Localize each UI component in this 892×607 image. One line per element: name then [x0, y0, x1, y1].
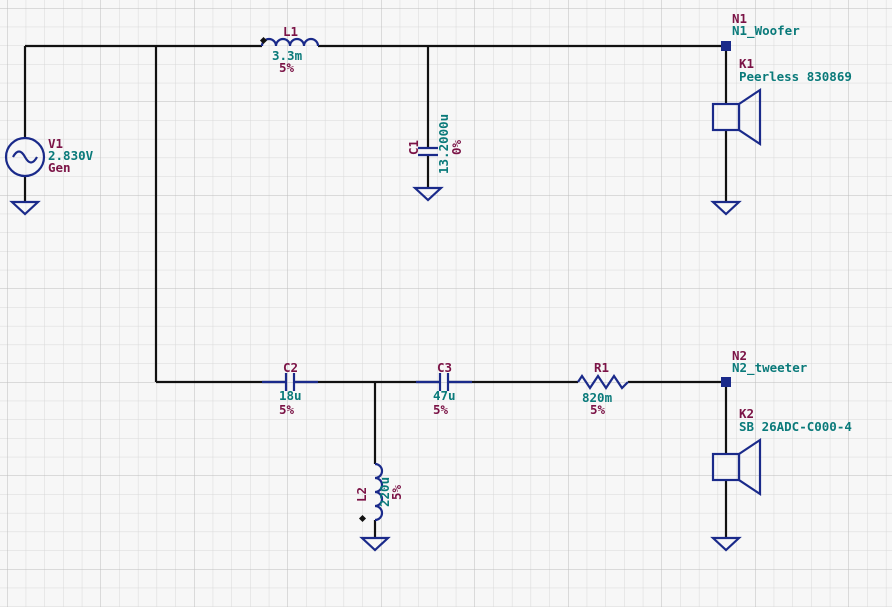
n1-ref-label: N1	[732, 11, 747, 26]
k1-ref-label: K1	[739, 56, 754, 71]
ground-icon-k1	[710, 200, 742, 216]
inductor-l1[interactable]	[259, 36, 320, 47]
v1-ref-label: V1	[48, 136, 63, 151]
speaker-cone-icon	[737, 87, 762, 147]
ground-icon-v1	[9, 200, 41, 216]
r1-value-label: 820m	[582, 390, 613, 405]
polarity-dot	[358, 514, 367, 523]
wires	[23, 44, 728, 538]
resistor-r1[interactable]	[577, 374, 629, 390]
coil-icon	[260, 37, 320, 47]
k1-model-label: Peerless 830869	[739, 69, 852, 84]
v1-extra-label: Gen	[48, 160, 71, 175]
n2-ref-label: N2	[732, 348, 747, 363]
c1-ref-label: C1	[406, 140, 421, 155]
n2-name-label: N2_tweeter	[732, 360, 808, 376]
c2-value-label: 18u	[279, 388, 302, 403]
speaker-k1[interactable]	[711, 87, 762, 147]
coil-icon	[374, 462, 384, 522]
source-v1[interactable]	[4, 136, 46, 178]
node-marker-n2[interactable]	[721, 377, 731, 387]
k2-ref-label: K2	[739, 406, 754, 421]
c2-ref-label: C2	[283, 360, 298, 375]
l1-value-label: 3.3m	[272, 48, 303, 63]
node-marker-n1[interactable]	[721, 41, 731, 51]
capacitor-c3[interactable]	[416, 373, 472, 391]
source-circle	[4, 136, 46, 178]
capacitor-c2[interactable]	[262, 373, 318, 391]
c3-value-label: 47u	[433, 388, 456, 403]
zigzag-icon	[577, 374, 629, 390]
c3-ref-label: C3	[437, 360, 452, 375]
c1-value-label: 13.2000u	[436, 114, 451, 174]
ground-icon-l2	[359, 536, 391, 552]
n1-name-label: N1_Woofer	[732, 23, 800, 39]
r1-tolerance-label: 5%	[590, 402, 606, 417]
l2-tolerance-label: 5%	[389, 484, 404, 500]
r1-ref-label: R1	[594, 360, 609, 375]
polarity-dot	[259, 36, 268, 45]
l2-value-label: 220u	[377, 477, 392, 507]
c2-tolerance-label: 5%	[279, 402, 295, 417]
v1-value-label: 2.830V	[48, 148, 94, 163]
sine-icon	[12, 150, 38, 164]
capacitor-c1[interactable]	[418, 146, 438, 157]
k2-model-label: SB 26ADC-C000-4	[739, 419, 852, 434]
l1-ref-label: L1	[283, 24, 298, 39]
inductor-l2[interactable]	[358, 462, 384, 523]
l2-ref-label: L2	[354, 487, 369, 502]
l1-tolerance-label: 5%	[279, 60, 295, 75]
ground-icon-c1	[412, 186, 444, 202]
ground-icon-k2	[710, 536, 742, 552]
speaker-k2[interactable]	[711, 437, 762, 497]
c3-tolerance-label: 5%	[433, 402, 449, 417]
c1-tolerance-label: 0%	[449, 139, 464, 155]
speaker-cone-icon	[737, 437, 762, 497]
ground-symbols	[9, 186, 742, 552]
